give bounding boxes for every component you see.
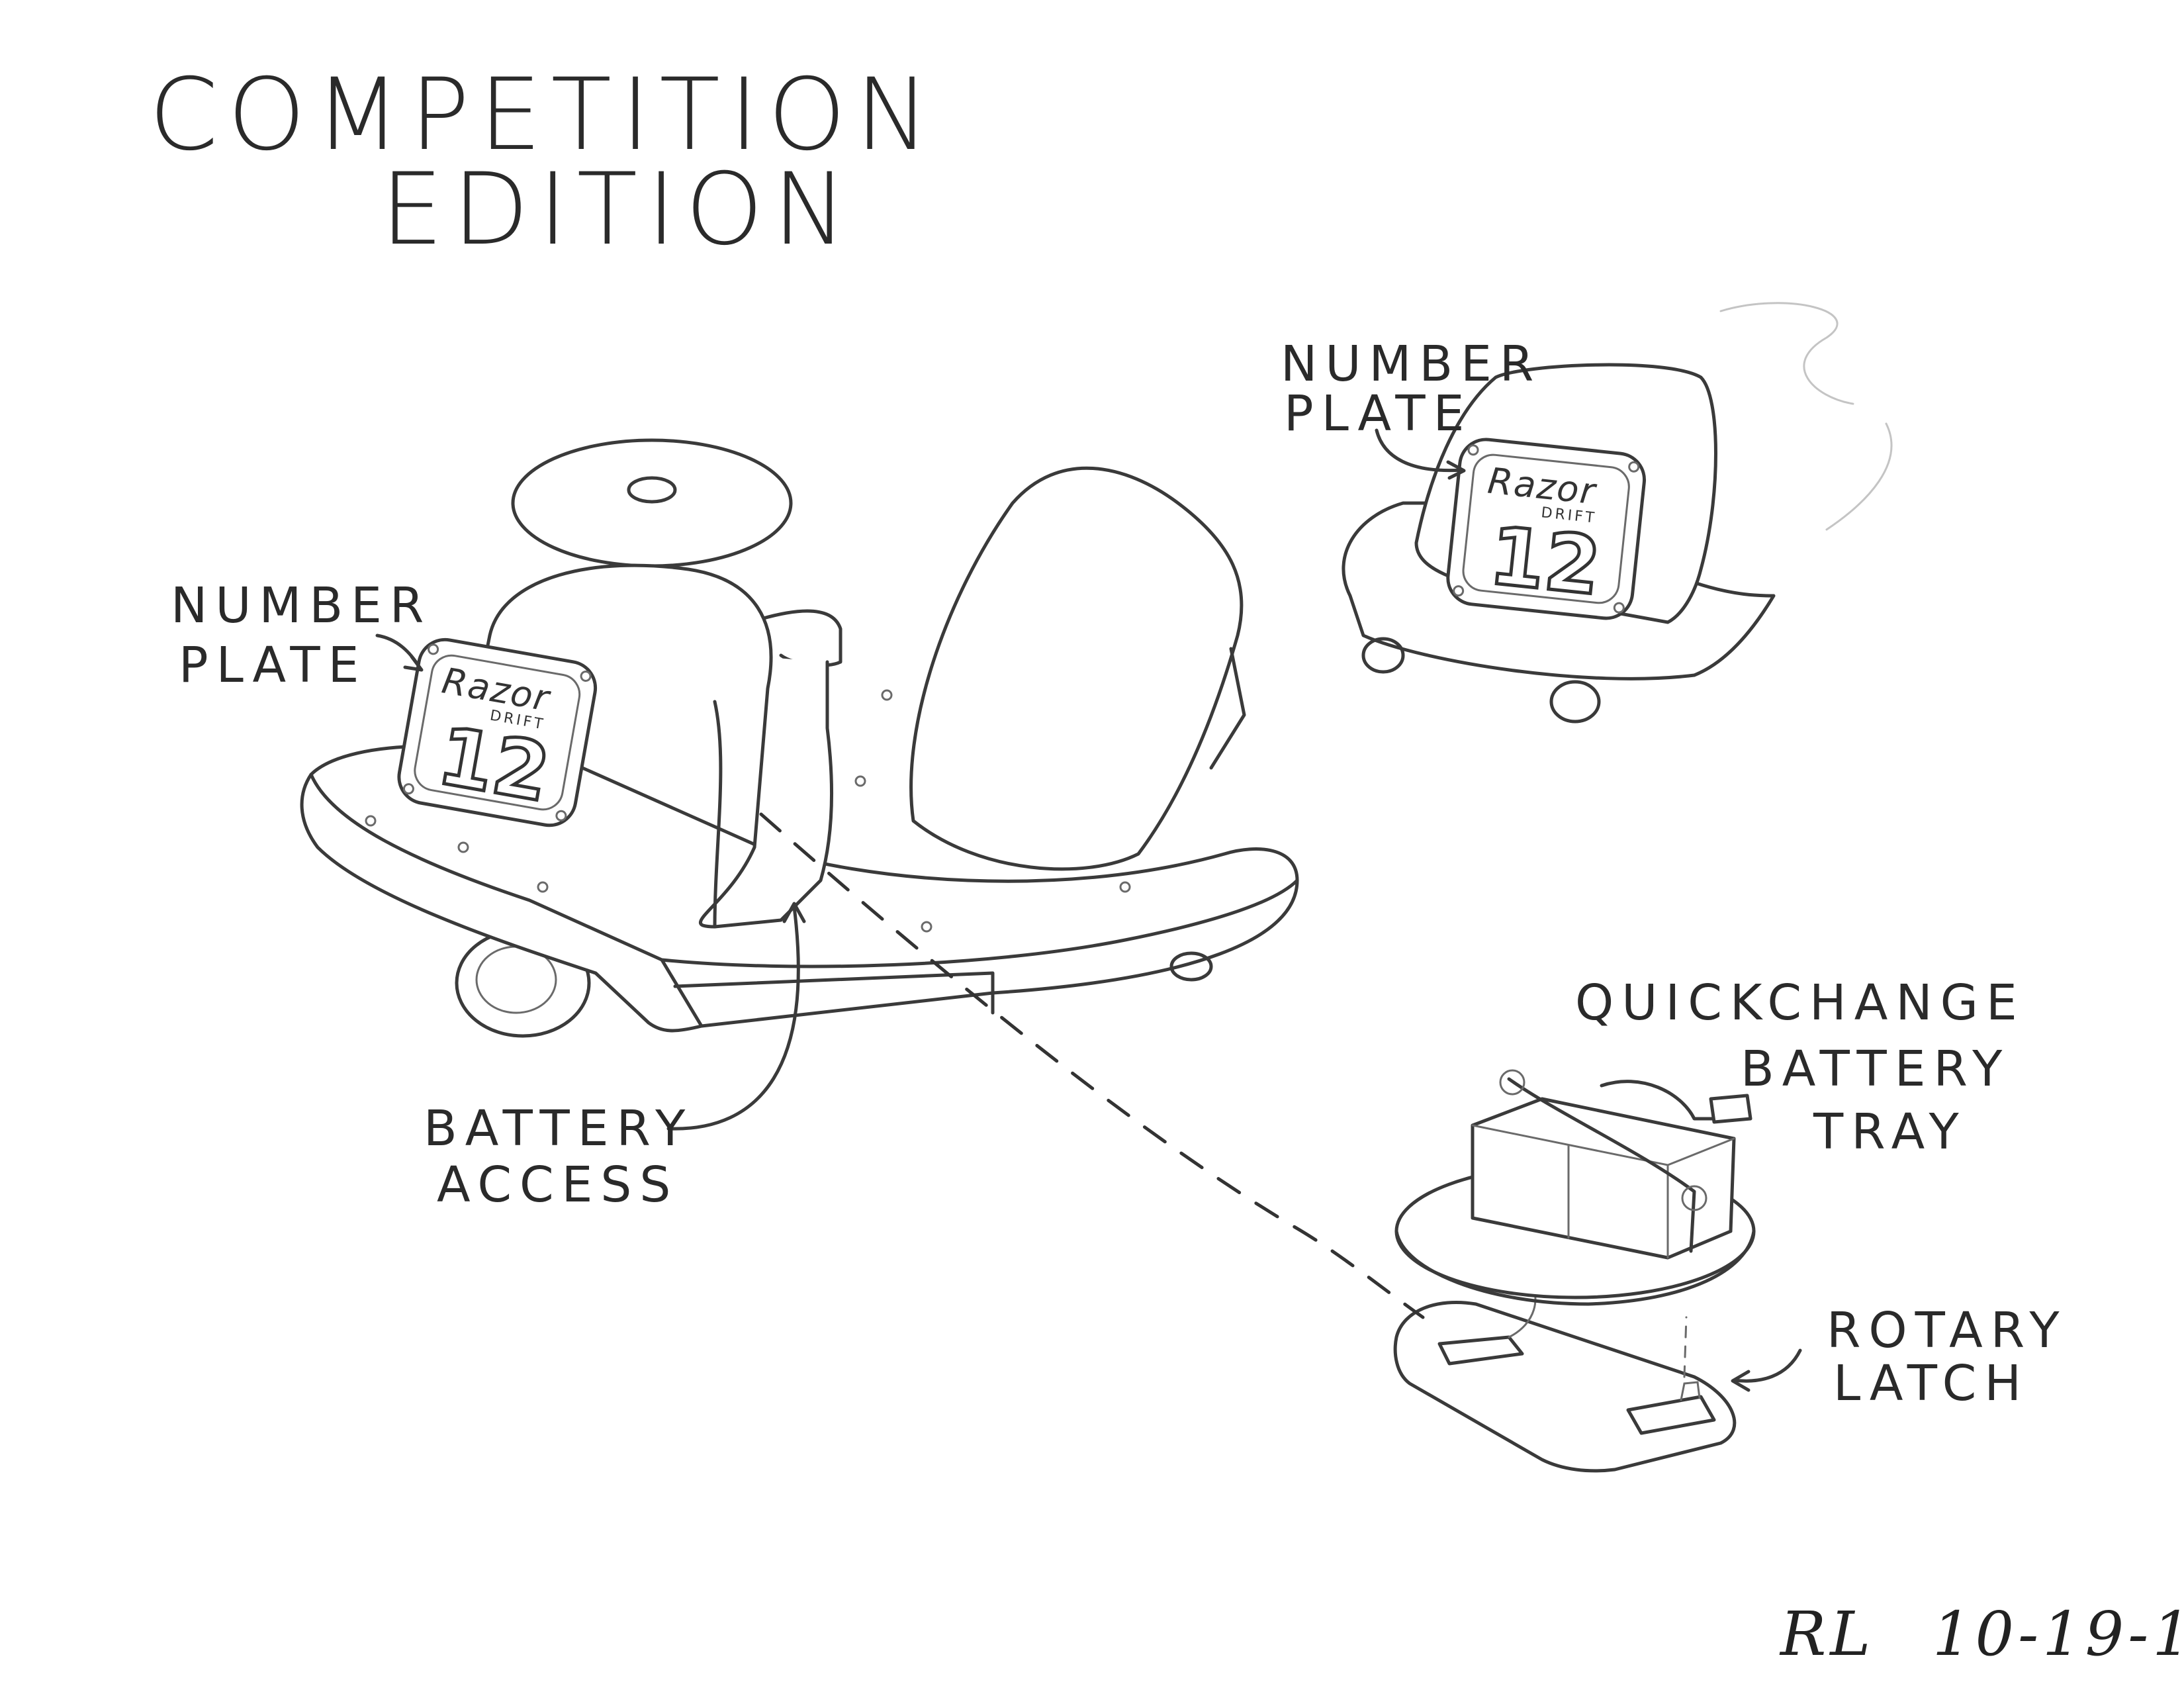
signature-date: 10-19-14 bbox=[1933, 1599, 2184, 1669]
plate-bolt-icon bbox=[402, 783, 414, 795]
deck-rivet bbox=[921, 921, 933, 933]
svg-text:ACCESS: ACCESS bbox=[437, 1156, 678, 1213]
motion-swirl bbox=[1719, 302, 1854, 405]
arrowhead-icon bbox=[403, 655, 424, 672]
deck-front-edge bbox=[309, 773, 704, 1028]
deck-rivet bbox=[457, 841, 469, 853]
svg-text:TRAY: TRAY bbox=[1813, 1103, 1967, 1160]
svg-text:LATCH: LATCH bbox=[1833, 1355, 2029, 1412]
label-battery-tray: QUICKCHANGE BATTERY TRAY bbox=[1575, 974, 2025, 1160]
motion-swirl bbox=[1825, 422, 1893, 531]
callout-arrow-rotary-latch bbox=[1732, 1348, 1802, 1383]
plate-bolt-icon bbox=[580, 670, 592, 682]
title-line-2: EDITION bbox=[381, 152, 856, 267]
body-seam bbox=[713, 700, 723, 929]
svg-text:ROTARY: ROTARY bbox=[1827, 1302, 2068, 1359]
label-number-plate-left: NUMBER PLATE bbox=[171, 577, 432, 694]
deck-rivet bbox=[881, 689, 893, 701]
plate-bolt-icon bbox=[1628, 461, 1640, 473]
sketch-title: COMPETITION EDITION bbox=[149, 58, 938, 267]
svg-text:QUICKCHANGE: QUICKCHANGE bbox=[1575, 974, 2025, 1031]
number-plate-main: Razor DRIFT 12 bbox=[397, 637, 598, 827]
label-battery-access: BATTERY ACCESS bbox=[424, 1100, 693, 1213]
battery-tray-assembly bbox=[1393, 1069, 1756, 1473]
kart-body bbox=[488, 563, 834, 929]
deck-side-edge bbox=[660, 878, 1299, 968]
deck-side-panel bbox=[673, 971, 995, 1015]
title-line-1: COMPETITION bbox=[149, 58, 938, 173]
rear-kart-wheel-icon bbox=[1549, 680, 1601, 724]
strap-eyelet-icon bbox=[1681, 1185, 1707, 1211]
plate-frame bbox=[1446, 438, 1647, 620]
rotary-latch-icon bbox=[1626, 1395, 1716, 1435]
deck-rivet bbox=[537, 881, 549, 893]
svg-text:PLATE: PLATE bbox=[179, 637, 367, 694]
kart-seat bbox=[909, 466, 1244, 871]
plate-bolt-icon bbox=[1467, 444, 1479, 456]
callout-arrow-number-plate-left bbox=[375, 633, 422, 671]
battery-strap bbox=[1507, 1077, 1696, 1253]
plate-bolt-icon bbox=[555, 810, 567, 821]
signature-initials: RL bbox=[1779, 1599, 1874, 1669]
deck-rivet bbox=[365, 815, 377, 827]
plate-number: 12 bbox=[432, 710, 557, 820]
arrowhead-icon bbox=[1731, 1370, 1751, 1392]
plate-inner-border bbox=[414, 654, 581, 811]
svg-text:NUMBER: NUMBER bbox=[171, 577, 432, 634]
battery-cell-divider bbox=[1471, 1124, 1735, 1259]
arrowhead-icon bbox=[1446, 460, 1466, 480]
plate-number: 12 bbox=[1485, 510, 1605, 614]
strap-eyelet-icon bbox=[1499, 1069, 1525, 1096]
plate-inner-border bbox=[1462, 453, 1630, 604]
svg-text:BATTERY: BATTERY bbox=[424, 1100, 693, 1157]
plate-bolt-icon bbox=[428, 643, 439, 655]
mounting-plate bbox=[1393, 1300, 1737, 1473]
svg-text:NUMBER: NUMBER bbox=[1281, 336, 1541, 393]
plate-bolt-icon bbox=[1613, 602, 1625, 614]
deck-rivet bbox=[1119, 881, 1131, 893]
battery-plug-icon bbox=[1709, 1094, 1752, 1124]
rear-kart-wheel-icon bbox=[1361, 637, 1405, 674]
seat-back-side bbox=[1209, 647, 1246, 770]
callout-arrow-number-plate-right bbox=[1375, 428, 1465, 473]
label-rotary-latch: ROTARY LATCH bbox=[1827, 1302, 2068, 1412]
plate-bolt-icon bbox=[1453, 585, 1465, 597]
svg-text:BATTERY: BATTERY bbox=[1741, 1041, 2010, 1098]
plate-frame bbox=[397, 637, 598, 827]
steering-wheel-hub-icon bbox=[627, 476, 677, 504]
tray-rim bbox=[1394, 1229, 1756, 1306]
deck-rivet bbox=[854, 775, 866, 787]
signature-block: RL 10-19-14 bbox=[1779, 1599, 2184, 1669]
callout-arrow-battery-access bbox=[666, 905, 800, 1131]
rotary-latch-knob-icon bbox=[1680, 1381, 1701, 1401]
svg-text:PLATE: PLATE bbox=[1284, 385, 1472, 442]
battery-wire bbox=[1600, 1080, 1723, 1121]
latch-guide-line bbox=[1683, 1316, 1688, 1378]
side-handle bbox=[759, 609, 842, 667]
arrowhead-icon bbox=[782, 902, 806, 923]
rear-caster-icon bbox=[1169, 951, 1213, 982]
number-plate-rear: Razor DRIFT 12 bbox=[1446, 438, 1647, 620]
base-connector-icon bbox=[1437, 1335, 1524, 1366]
label-number-plate-right: NUMBER PLATE bbox=[1281, 336, 1541, 442]
